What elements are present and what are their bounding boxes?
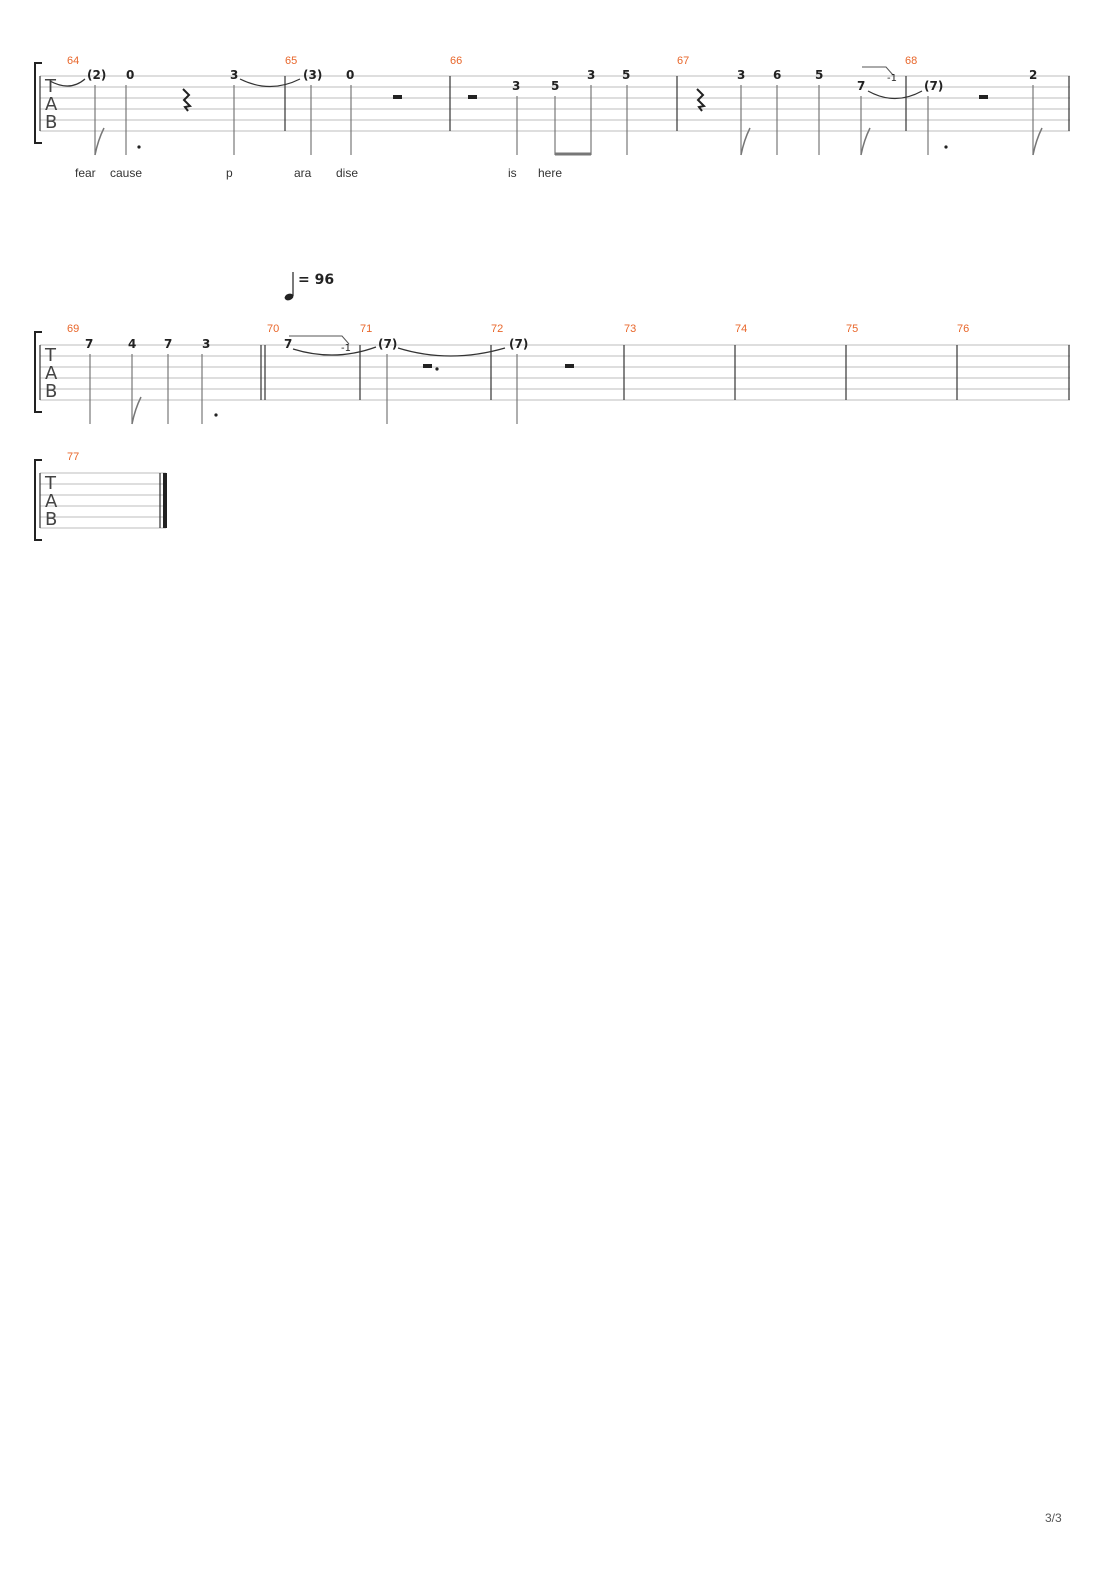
tab-clef-b: B [45, 112, 57, 133]
tie [867, 90, 923, 100]
fret-number: 0 [126, 68, 134, 82]
fret-number: 3 [230, 68, 238, 82]
quarter-rest [182, 88, 193, 112]
tab-clef-a: A [45, 363, 58, 384]
page-number: 3/3 [1045, 1511, 1062, 1525]
tab-clef-b: B [45, 381, 57, 402]
lyric: fear [75, 166, 96, 180]
fret-number: 3 [587, 68, 595, 82]
note-stems [94, 85, 1043, 156]
lyric: is [508, 166, 517, 180]
lyric: cause [110, 166, 142, 180]
dotted-half-rest [423, 364, 432, 368]
bend-value: -1 [341, 343, 351, 354]
tab-clef-t: T [44, 473, 57, 494]
measure-number: 67 [677, 55, 689, 67]
fret-number: 6 [773, 68, 781, 82]
tab-clef-t: T [44, 345, 57, 366]
tab-system-1: T A B 64 65 66 67 68 (2) 0 3 (3) 0 3 5 3… [34, 55, 1070, 180]
measure-number: 75 [846, 323, 858, 335]
fret-number: 5 [551, 79, 559, 93]
staff-lines [40, 472, 166, 529]
half-rest [979, 95, 988, 99]
fret-number: 2 [1029, 68, 1037, 82]
fret-number: 5 [815, 68, 823, 82]
note-stems [89, 354, 518, 425]
system-bracket [34, 62, 42, 144]
tab-system-2: T A B 69 70 71 72 73 74 75 76 7 4 7 3 7 … [34, 323, 1070, 425]
measure-number: 70 [267, 323, 279, 335]
fret-number: (7) [378, 337, 397, 351]
measure-number: 65 [285, 55, 297, 67]
tie [397, 347, 506, 357]
measure-number: 77 [67, 451, 79, 463]
fret-number: 4 [128, 337, 136, 351]
measure-number: 66 [450, 55, 462, 67]
bend-indicator [862, 66, 894, 76]
measure-number: 68 [905, 55, 917, 67]
tab-clef-a: A [45, 491, 58, 512]
system-bracket [34, 459, 42, 541]
lyric: p [226, 166, 233, 180]
tempo-mark: = 96 [284, 272, 334, 301]
fret-number: (7) [924, 79, 943, 93]
measure-number: 74 [735, 323, 747, 335]
measure-number: 71 [360, 323, 372, 335]
fret-number: 0 [346, 68, 354, 82]
measure-number: 73 [624, 323, 636, 335]
lyric: ara [294, 166, 312, 180]
system-bracket [34, 331, 42, 413]
half-rest [565, 364, 574, 368]
fret-number: 7 [284, 337, 292, 351]
fret-number: 7 [857, 79, 865, 93]
measure-number: 69 [67, 323, 79, 335]
tab-clef-a: A [45, 94, 58, 115]
half-rest [468, 95, 477, 99]
tie [292, 346, 377, 356]
fret-number: (2) [87, 68, 106, 82]
quarter-rest [696, 88, 707, 112]
tab-clef-t: T [44, 76, 57, 97]
fret-number: 5 [622, 68, 630, 82]
bend-indicator [289, 335, 350, 345]
measure-number: 72 [491, 323, 503, 335]
fret-number: 3 [202, 337, 210, 351]
tab-system-3: T A B 77 [34, 451, 167, 541]
fret-number: 7 [85, 337, 93, 351]
tempo-value: = 96 [298, 272, 334, 288]
lyric: here [538, 166, 562, 180]
staff-lines [40, 344, 1070, 401]
fret-number: (3) [303, 68, 322, 82]
bend-value: -1 [887, 73, 897, 84]
half-rest [393, 95, 402, 99]
fret-number: (7) [509, 337, 528, 351]
measure-number: 64 [67, 55, 79, 67]
measure-number: 76 [957, 323, 969, 335]
fret-number: 3 [737, 68, 745, 82]
tie [49, 78, 86, 87]
fret-number: 7 [164, 337, 172, 351]
fret-number: 3 [512, 79, 520, 93]
lyric: dise [336, 166, 358, 180]
tie [239, 78, 301, 88]
tab-clef-b: B [45, 509, 57, 530]
